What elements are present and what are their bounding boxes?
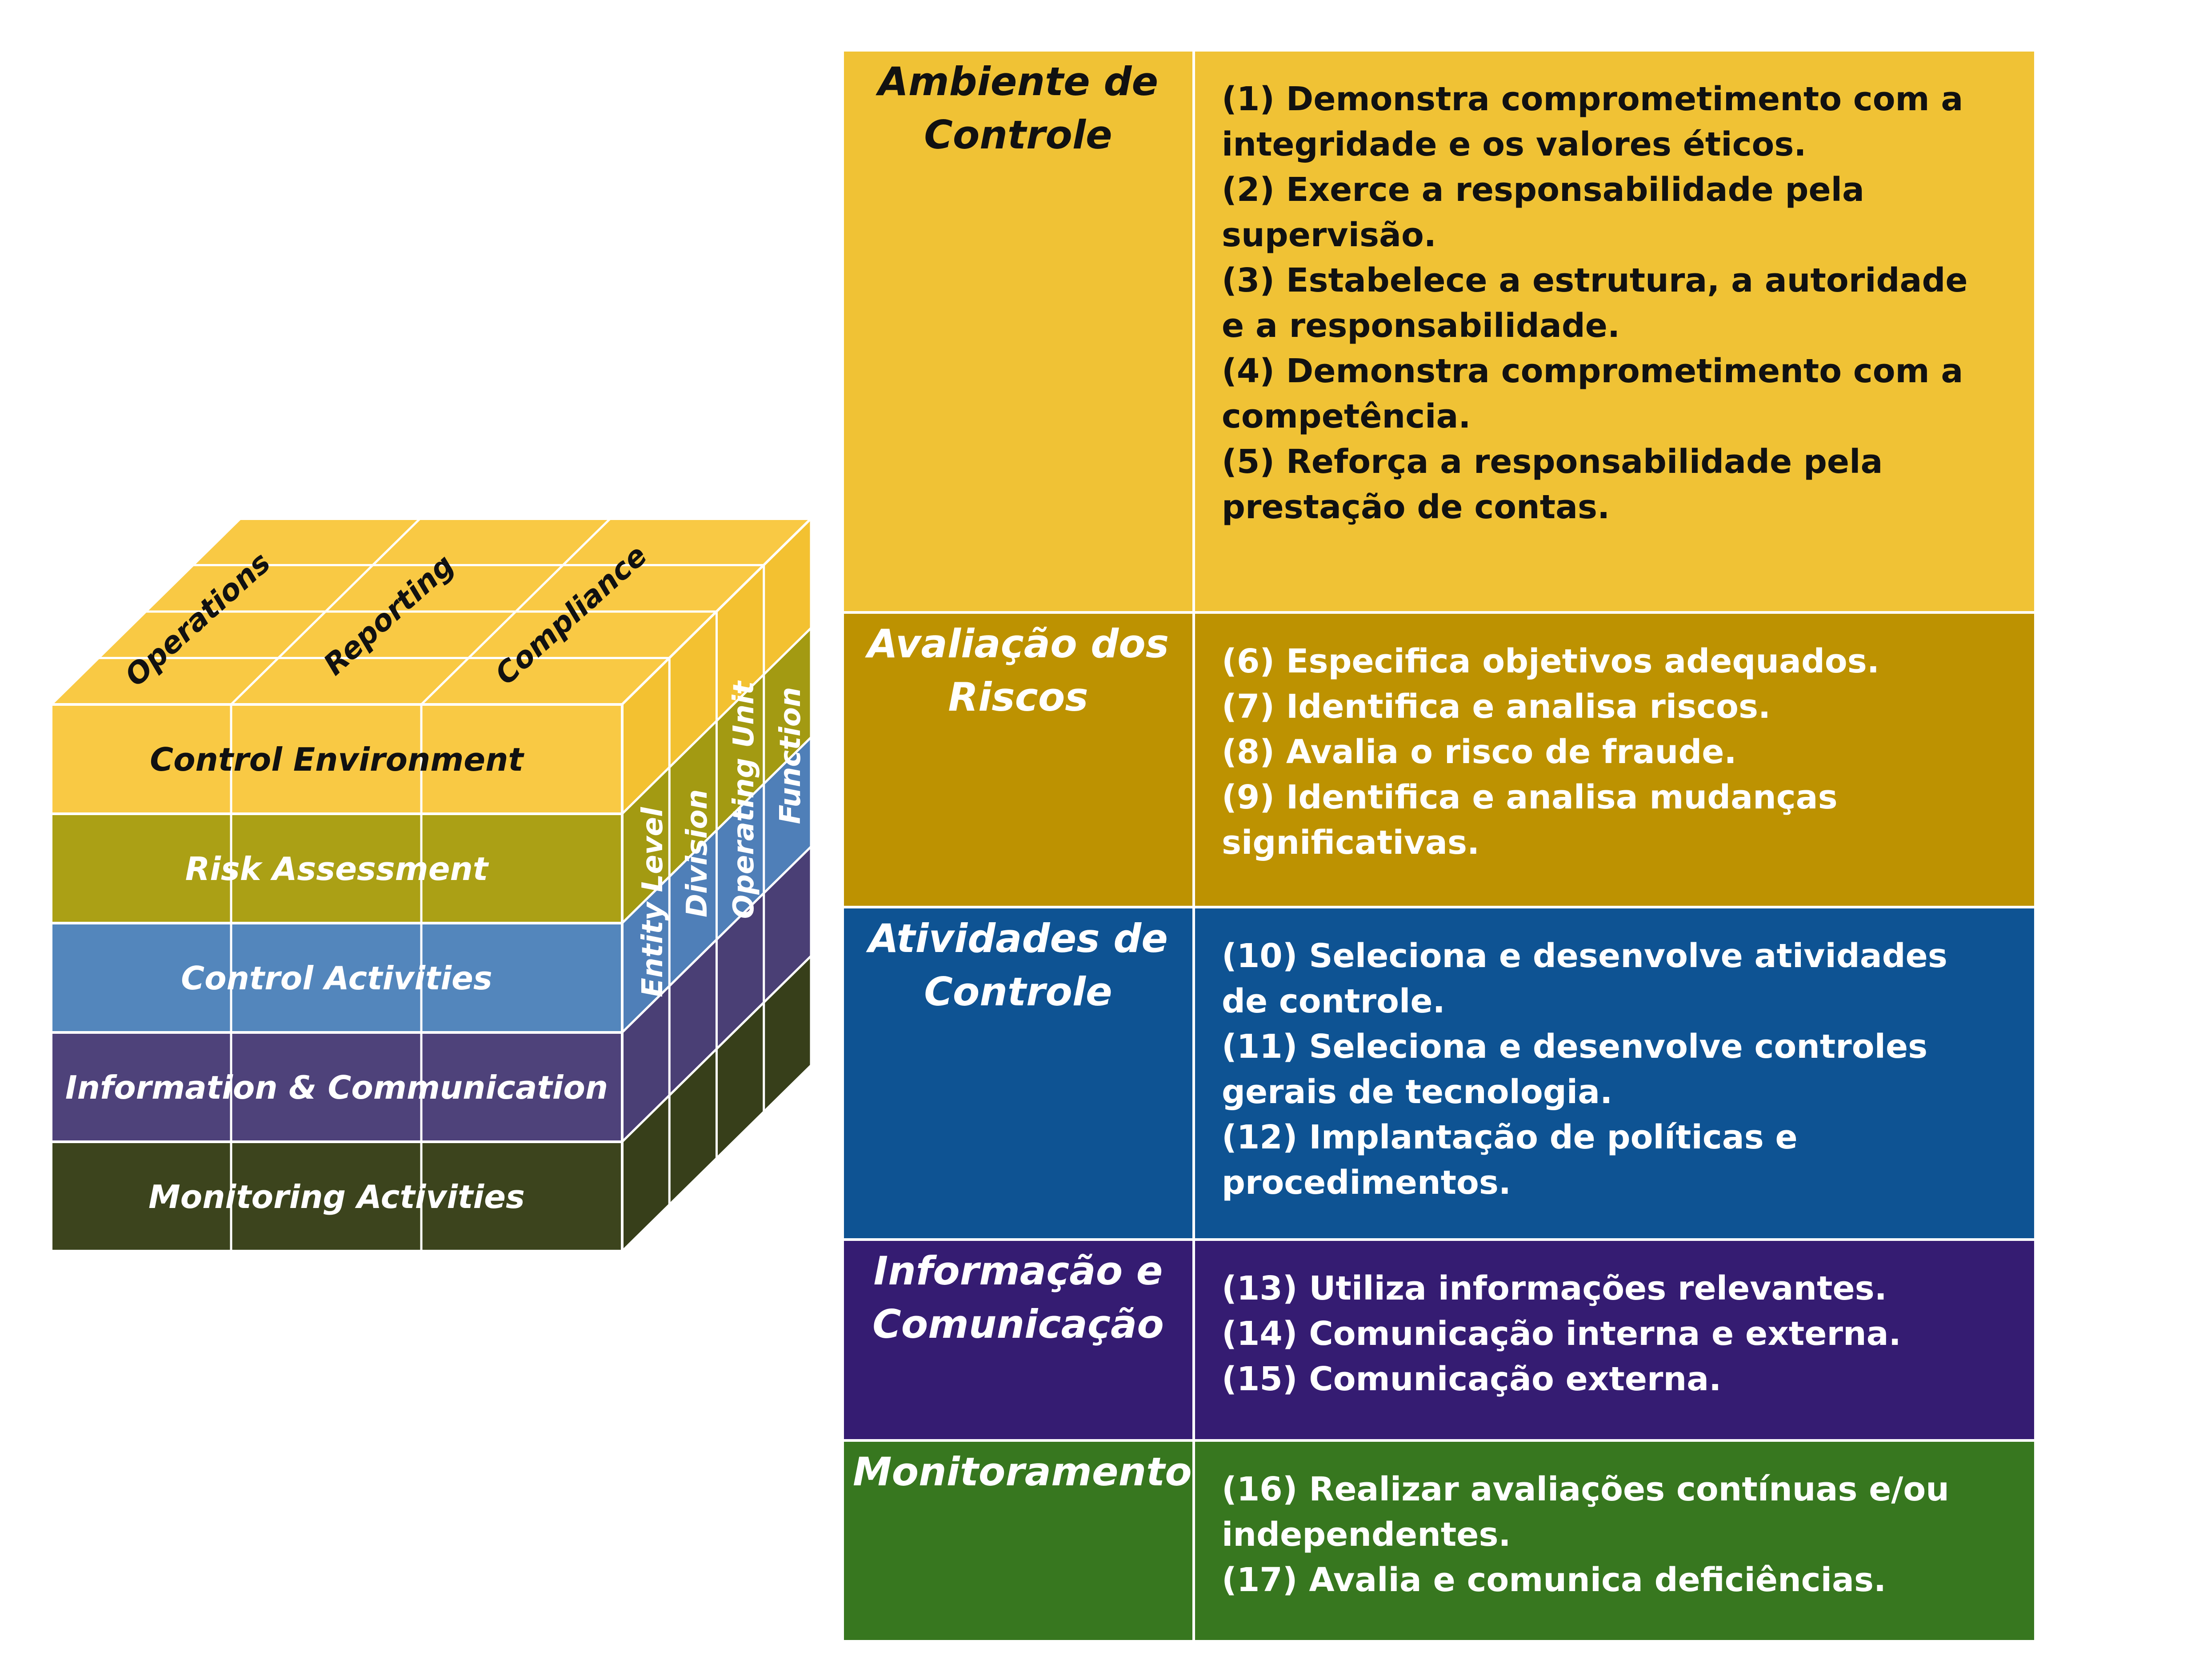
cube-layer-label: Control Environment <box>150 741 524 778</box>
cube-layer-label: Information & Communication <box>65 1069 608 1106</box>
principle-13: (13) Utiliza informações relevantes. <box>1222 1269 1887 1308</box>
cube-layer-label: Risk Assessment <box>185 850 489 888</box>
principle-10: (10) Seleciona e desenvolve atividades d… <box>1222 937 1947 1020</box>
coso-components-table: Ambiente de Controle (1) Demonstra compr… <box>844 52 2034 1640</box>
component-title-line: Riscos <box>948 674 1088 720</box>
principle-1: (1) Demonstra comprometimento com a inte… <box>1222 80 1963 164</box>
principle-11: (11) Seleciona e desenvolve controles ge… <box>1222 1028 1928 1111</box>
component-title-line: Comunicação <box>872 1301 1164 1347</box>
component-title: Ambiente de Controle <box>844 52 1195 614</box>
principle-17: (17) Avalia e comunica deficiências. <box>1222 1561 1887 1599</box>
component-title-line: Ambiente de <box>878 59 1159 104</box>
cube-front-layer <box>50 812 624 924</box>
cube-layer-label: Monitoring Activities <box>148 1178 525 1216</box>
component-title-line: Avaliação dos <box>867 621 1169 667</box>
component-title-line: Informação e <box>873 1248 1163 1294</box>
principle-6: (6) Especifica objetivos adequados. <box>1222 642 1879 680</box>
component-title-line: Controle <box>924 112 1112 158</box>
component-title: Atividades de Controle <box>844 908 1195 1241</box>
principle-12: (12) Implantação de políticas e procedim… <box>1222 1118 1798 1202</box>
cube-side-label: Division <box>681 789 714 917</box>
cube-front-layer <box>50 703 624 815</box>
cube-side-label: Function <box>774 687 807 824</box>
principle-8: (8) Avalia o risco de fraude. <box>1222 733 1737 771</box>
component-title: Informação e Comunicação <box>844 1241 1195 1442</box>
component-principles: (6) Especifica objetivos adequados. (7) … <box>1195 614 2034 908</box>
component-title-line: Atividades de <box>868 916 1168 961</box>
component-principles: (10) Seleciona e desenvolve atividades d… <box>1195 908 2034 1241</box>
principle-7: (7) Identifica e analisa riscos. <box>1222 688 1771 726</box>
cube-side-label: Entity Level <box>636 807 669 997</box>
principle-9: (9) Identifica e analisa mudanças signif… <box>1222 778 1838 862</box>
cube-layer-label: Control Activities <box>181 960 492 997</box>
component-principles: (1) Demonstra comprometimento com a inte… <box>1195 52 2034 614</box>
component-title-line: Monitoramento <box>853 1449 1192 1495</box>
cube-front-layer <box>50 1140 624 1252</box>
principle-2: (2) Exerce a responsabilidade pela super… <box>1222 171 1864 254</box>
cube-top-grid-line <box>230 518 421 705</box>
component-principles: (16) Realizar avaliações contínuas e/ou … <box>1195 1442 2034 1640</box>
component-title-line: Controle <box>924 969 1112 1015</box>
component-title: Avaliação dos Riscos <box>844 614 1195 908</box>
component-principles: (13) Utiliza informações relevantes. (14… <box>1195 1241 2034 1442</box>
component-title: Monitoramento <box>844 1442 1195 1640</box>
principle-16: (16) Realizar avaliações contínuas e/ou … <box>1222 1470 1949 1554</box>
principle-4: (4) Demonstra comprometimento com a comp… <box>1222 352 1963 436</box>
principle-5: (5) Reforça a responsabilidade pela pres… <box>1222 443 1883 526</box>
principle-15: (15) Comunicação externa. <box>1222 1360 1722 1398</box>
principle-3: (3) Estabelece a estrutura, a autoridade… <box>1222 261 1968 345</box>
cube-side-label: Operating Unit <box>728 680 760 919</box>
principle-14: (14) Comunicação interna e externa. <box>1222 1315 1901 1353</box>
cube-top-grid-line <box>420 518 611 705</box>
